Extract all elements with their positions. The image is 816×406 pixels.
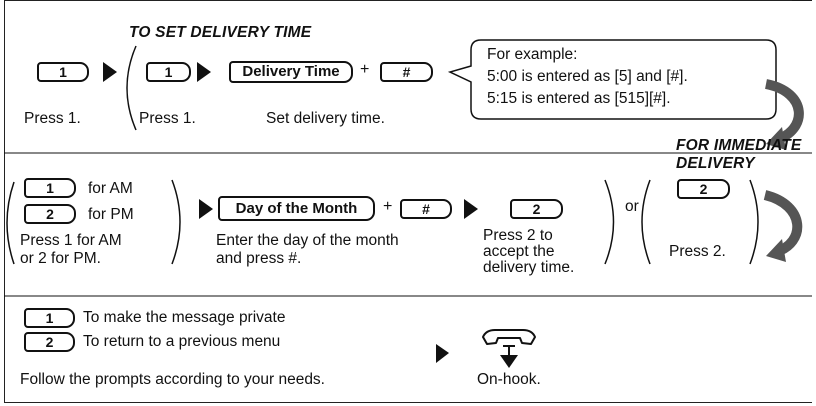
left-bracket [126, 45, 137, 131]
example-line: 5:15 is entered as [515][#]. [487, 90, 671, 107]
caption-accept: delivery time. [483, 259, 575, 276]
plus-sign: + [383, 198, 393, 215]
right-pointer-icon [197, 62, 211, 82]
plus-sign: + [360, 61, 370, 78]
key-2-button[interactable]: 2 [510, 199, 563, 219]
left-bracket [6, 181, 15, 265]
caption-press-2: Press 2. [669, 243, 726, 260]
diagram-frame [4, 0, 812, 403]
right-bracket [171, 179, 181, 265]
caption-press-1: Press 1. [24, 110, 81, 127]
right-pointer-icon [199, 199, 213, 219]
caption-on-hook: On-hook. [477, 371, 541, 388]
right-pointer-icon [103, 62, 117, 82]
curved-return-arrow-icon [764, 79, 804, 150]
example-line: 5:00 is entered as [5] and [#]. [487, 68, 688, 85]
key-2-button[interactable]: 2 [677, 179, 730, 199]
handset-on-hook-icon [482, 329, 536, 368]
key-1-button[interactable]: 1 [146, 62, 191, 82]
caption-am-pm: or 2 for PM. [20, 250, 101, 267]
private-label: To make the message private [83, 309, 286, 326]
hash-key-button[interactable]: # [400, 199, 452, 219]
section-heading-immediate: DELIVERY [676, 155, 755, 172]
key-2-button[interactable]: 2 [24, 204, 76, 224]
or-text: or [625, 198, 639, 215]
curved-return-arrow-icon [763, 190, 803, 262]
section-heading-immediate: FOR IMMEDIATE [676, 137, 802, 154]
day-of-month-button[interactable]: Day of the Month [218, 196, 375, 221]
caption-accept: accept the [483, 243, 555, 260]
section-heading-set-delivery-time: TO SET DELIVERY TIME [129, 24, 312, 41]
caption-set-delivery-time: Set delivery time. [266, 110, 385, 127]
right-bracket [604, 179, 615, 265]
caption-follow-prompts: Follow the prompts according to your nee… [20, 371, 325, 388]
right-pointer-icon [436, 344, 449, 363]
example-line: For example: [487, 46, 578, 63]
caption-press-1: Press 1. [139, 110, 196, 127]
caption-am-pm: Press 1 for AM [20, 232, 122, 249]
right-bracket [749, 179, 759, 265]
hash-key-button[interactable]: # [380, 62, 433, 82]
key-1-button[interactable]: 1 [24, 178, 76, 198]
key-1-button[interactable]: 1 [24, 308, 75, 328]
previous-menu-label: To return to a previous menu [83, 333, 281, 350]
caption-day-of-month: Enter the day of the month [216, 232, 399, 249]
right-pointer-icon [464, 199, 478, 219]
pm-label: for PM [88, 206, 134, 223]
caption-accept: Press 2 to [483, 227, 553, 244]
am-label: for AM [88, 180, 133, 197]
key-2-button[interactable]: 2 [24, 332, 75, 352]
example-callout [447, 39, 777, 120]
delivery-time-button[interactable]: Delivery Time [229, 61, 353, 83]
caption-day-of-month: and press #. [216, 250, 302, 267]
key-1-button[interactable]: 1 [37, 62, 89, 82]
left-bracket [641, 179, 651, 265]
